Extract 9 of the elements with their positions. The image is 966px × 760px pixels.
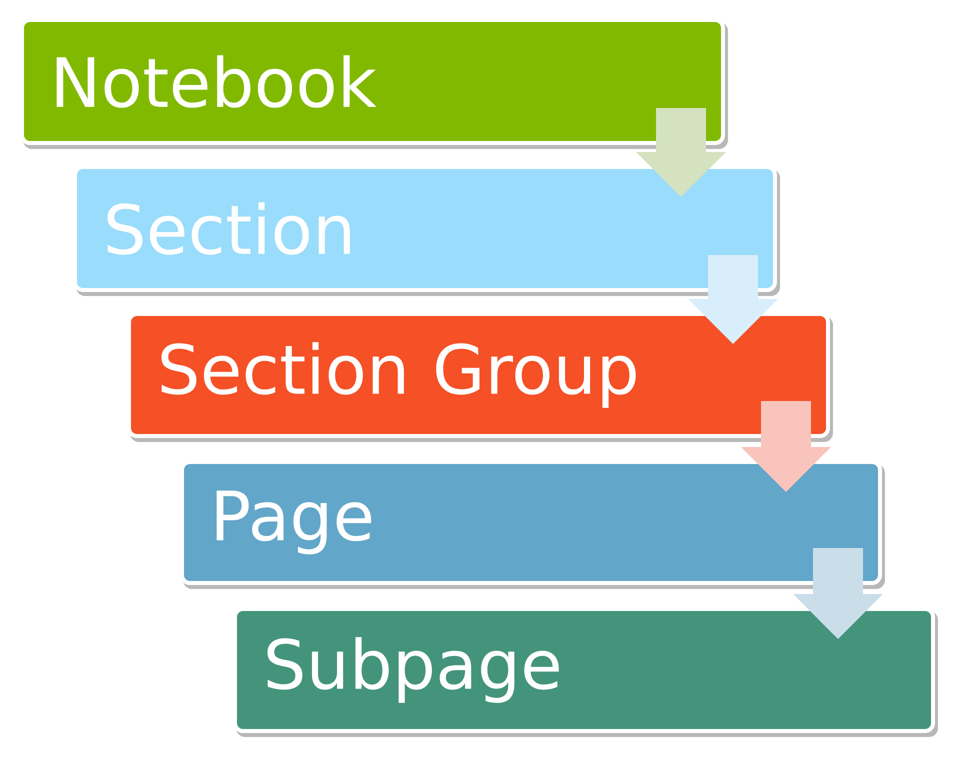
down-arrow: [636, 108, 726, 197]
level-box: Page: [180, 460, 885, 589]
level-box: Subpage: [233, 607, 938, 737]
level-box: Notebook: [20, 18, 728, 149]
down-arrow: [688, 255, 778, 344]
down-arrow: [741, 401, 831, 492]
level-box: Section: [73, 165, 780, 296]
level-box: Section Group: [127, 312, 833, 442]
down-arrow: [793, 548, 883, 639]
